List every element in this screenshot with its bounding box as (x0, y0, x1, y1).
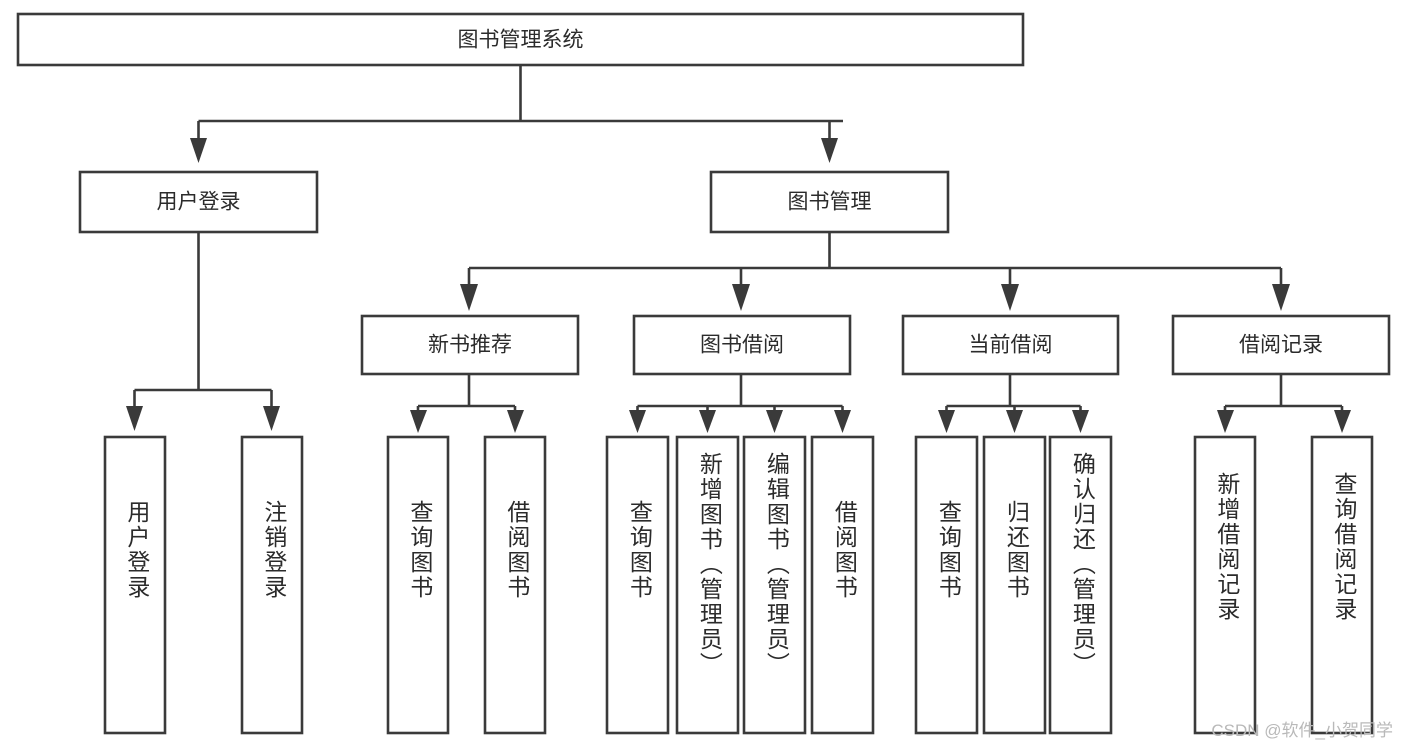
arrow-user-login-l1 (126, 406, 143, 431)
connector-group-root (190, 65, 843, 163)
node-leaf-borrow-book-2-label: 借阅图书 (831, 500, 858, 600)
node-leaf-query-book-1[interactable]: 查询图书 (386, 435, 450, 735)
connector-group-current-borrow (938, 374, 1089, 433)
node-leaf-add-record[interactable]: 新增借阅记录 (1193, 435, 1257, 735)
node-current-borrow[interactable]: 当前借阅 (901, 314, 1120, 376)
node-leaf-user-login[interactable]: 用户登录 (103, 435, 167, 735)
node-leaf-query-book-1-rect[interactable] (386, 435, 450, 735)
node-user-login-label: 用户登录 (157, 191, 241, 214)
node-leaf-user-logout-label: 注销登录 (261, 500, 288, 600)
arrow-cb-l2 (1006, 410, 1023, 433)
node-root-label: 图书管理系统 (458, 29, 584, 52)
node-leaf-user-login-label: 用户登录 (124, 500, 151, 600)
node-leaf-return-book-label: 归还图书 (1003, 500, 1030, 600)
node-leaf-user-login-rect[interactable] (103, 435, 167, 735)
node-leaf-add-record-label: 新增借阅记录 (1214, 472, 1241, 622)
arrow-nbr-l2 (507, 410, 524, 433)
node-leaf-query-book-1-label: 查询图书 (407, 500, 434, 600)
node-leaf-query-book-3-rect[interactable] (914, 435, 979, 735)
arrow-bb-l4 (834, 410, 851, 433)
node-borrow-record-label: 借阅记录 (1239, 334, 1323, 357)
connector-group-user-login (126, 232, 280, 431)
node-borrow-record[interactable]: 借阅记录 (1171, 314, 1391, 376)
node-leaf-borrow-book-2[interactable]: 借阅图书 (810, 435, 875, 735)
node-leaf-return-book[interactable]: 归还图书 (982, 435, 1047, 735)
node-new-book-rec[interactable]: 新书推荐 (360, 314, 580, 376)
arrow-cb-l1 (938, 410, 955, 433)
node-book-manage-rect[interactable] (709, 170, 950, 234)
node-leaf-query-record-rect[interactable] (1310, 435, 1374, 735)
arrow-bm-to-record (1272, 284, 1290, 311)
node-user-login-rect[interactable] (78, 170, 319, 234)
node-current-borrow-rect[interactable] (901, 314, 1120, 376)
node-leaf-edit-book-label: 编辑图书（管理员） (763, 452, 790, 677)
node-leaf-edit-book-rect[interactable] (742, 435, 807, 735)
arrow-br-l2 (1334, 410, 1351, 433)
node-leaf-borrow-book-1[interactable]: 借阅图书 (483, 435, 547, 735)
node-leaf-add-book-label: 新增图书（管理员） (696, 452, 723, 677)
connector-group-book-borrow (629, 374, 851, 433)
node-borrow-record-rect[interactable] (1171, 314, 1391, 376)
node-leaf-borrow-book-1-label: 借阅图书 (504, 500, 531, 600)
node-leaf-query-book-2-label: 查询图书 (626, 500, 653, 600)
node-leaf-user-logout[interactable]: 注销登录 (240, 435, 304, 735)
arrow-bm-to-current (1001, 284, 1019, 311)
arrow-root-to-user-login (190, 138, 207, 163)
node-leaf-confirm-return[interactable]: 确认归还（管理员） (1048, 435, 1113, 735)
node-book-manage-label: 图书管理 (788, 191, 872, 214)
arrow-bb-l3 (766, 410, 783, 433)
node-leaf-add-record-rect[interactable] (1193, 435, 1257, 735)
connector-group-book-manage (460, 232, 1290, 311)
node-new-book-rec-rect[interactable] (360, 314, 580, 376)
node-leaf-query-book-3[interactable]: 查询图书 (914, 435, 979, 735)
node-new-book-rec-label: 新书推荐 (428, 334, 512, 357)
node-leaf-query-record[interactable]: 查询借阅记录 (1310, 435, 1374, 735)
node-leaf-query-book-3-label: 查询图书 (935, 500, 962, 600)
node-leaf-add-book[interactable]: 新增图书（管理员） (675, 435, 740, 735)
node-leaf-query-record-label: 查询借阅记录 (1331, 472, 1358, 622)
arrow-root-to-book-manage (821, 138, 838, 163)
node-leaf-borrow-book-2-rect[interactable] (810, 435, 875, 735)
arrow-bm-to-newbook (460, 284, 478, 311)
node-leaf-query-book-2[interactable]: 查询图书 (605, 435, 670, 735)
node-leaf-borrow-book-1-rect[interactable] (483, 435, 547, 735)
arrow-user-login-l2 (263, 406, 280, 431)
node-leaf-edit-book[interactable]: 编辑图书（管理员） (742, 435, 807, 735)
arrow-cb-l3 (1072, 410, 1089, 433)
connector-group-new-book-rec (410, 374, 524, 433)
csdn-watermark: CSDN @软件_小贺同学 (1211, 721, 1393, 740)
node-leaf-user-logout-rect[interactable] (240, 435, 304, 735)
node-leaf-confirm-return-label: 确认归还（管理员） (1069, 452, 1096, 677)
arrow-br-l1 (1217, 410, 1234, 433)
arrow-nbr-l1 (410, 410, 427, 433)
node-book-manage[interactable]: 图书管理 (709, 170, 950, 234)
node-leaf-return-book-rect[interactable] (982, 435, 1047, 735)
node-user-login[interactable]: 用户登录 (78, 170, 319, 234)
arrow-bm-to-borrow (732, 284, 750, 311)
node-current-borrow-label: 当前借阅 (969, 334, 1053, 357)
arrow-bb-l1 (629, 410, 646, 433)
arrow-bb-l2 (699, 410, 716, 433)
node-book-borrow-label: 图书借阅 (700, 334, 784, 357)
node-leaf-query-book-2-rect[interactable] (605, 435, 670, 735)
node-root-rect[interactable] (16, 12, 1025, 67)
node-leaf-confirm-return-rect[interactable] (1048, 435, 1113, 735)
connector-group-borrow-record (1217, 374, 1351, 433)
node-book-borrow[interactable]: 图书借阅 (632, 314, 852, 376)
node-root[interactable]: 图书管理系统 (16, 12, 1025, 67)
node-leaf-add-book-rect[interactable] (675, 435, 740, 735)
node-book-borrow-rect[interactable] (632, 314, 852, 376)
